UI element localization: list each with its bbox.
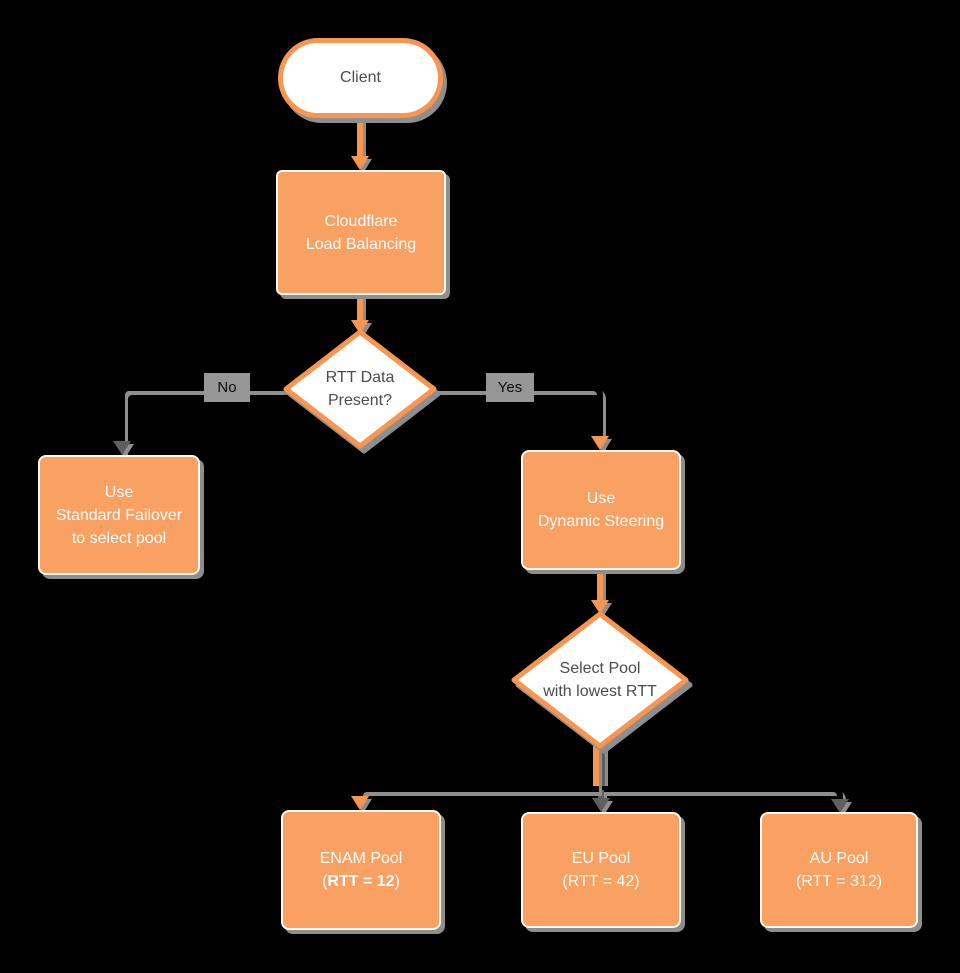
node-select-pool-line2: with lowest RTT xyxy=(543,683,657,700)
rtt-decision-diamond-shape xyxy=(283,329,437,449)
node-select-pool-text: Select Pool with lowest RTT xyxy=(510,611,690,749)
arrowhead-au-pool xyxy=(831,799,849,813)
edge-to-enam-pool xyxy=(357,786,599,798)
node-rtt-decision-text: RTT Data Present? xyxy=(282,329,438,449)
node-au-pool-line2: (RTT = 312) xyxy=(795,873,883,890)
node-eu-pool: EU Pool (RTT = 42) xyxy=(521,812,681,928)
node-rtt-decision-line2: Present? xyxy=(327,392,393,409)
edge-label-yes-text: Yes xyxy=(497,379,523,396)
node-load-balancing-line2: Load Balancing xyxy=(305,235,417,253)
edge-label-yes: Yes xyxy=(486,373,534,402)
node-client: Client xyxy=(278,38,443,118)
node-enam-pool-line2: (RTT = 12) xyxy=(322,870,400,893)
edge-steering-to-select xyxy=(597,570,603,602)
node-select-pool: Select Pool with lowest RTT xyxy=(510,611,690,749)
enam-paren-open: ( xyxy=(322,873,328,890)
arrowhead-enam-pool xyxy=(351,796,369,810)
node-enam-pool: ENAM Pool (RTT = 12) xyxy=(281,810,441,930)
node-standard-failover-line3: to select pool xyxy=(71,529,167,547)
node-rtt-decision-line1: RTT Data xyxy=(325,369,395,386)
edge-label-no: No xyxy=(204,373,250,402)
enam-rtt-value: RTT = 12 xyxy=(327,873,395,890)
edge-no-branch xyxy=(119,385,286,455)
edge-to-eu-pool xyxy=(598,790,604,800)
edge-to-au-pool xyxy=(601,786,843,803)
node-eu-pool-line2: (RTT = 42) xyxy=(562,873,640,890)
node-au-pool: AU Pool (RTT = 312) xyxy=(760,812,918,928)
edge-label-no-text: No xyxy=(217,379,237,396)
node-dynamic-steering-line2: Dynamic Steering xyxy=(537,513,665,530)
edge-lb-to-rtt xyxy=(357,295,363,322)
node-load-balancing-line1: Cloudflare xyxy=(324,212,398,230)
node-standard-failover-line2: Standard Failover xyxy=(55,506,183,524)
arrowhead-eu-pool xyxy=(592,798,610,812)
select-pool-diamond-shape xyxy=(511,611,689,749)
arrowhead-no-branch xyxy=(113,441,131,455)
node-load-balancing: Cloudflare Load Balancing xyxy=(276,170,446,295)
edge-client-to-lb xyxy=(357,118,363,158)
node-eu-pool-line1: EU Pool xyxy=(571,850,631,867)
node-dynamic-steering-line1: Use xyxy=(586,490,616,507)
arrowhead-yes-branch xyxy=(591,436,609,450)
arrowhead-client-to-lb xyxy=(351,156,369,170)
node-standard-failover-line1: Use xyxy=(104,483,134,501)
node-enam-pool-line1: ENAM Pool xyxy=(319,850,403,867)
arrowhead-lb-to-rtt xyxy=(351,320,369,334)
edge-select-shared-drop-orange xyxy=(593,744,599,790)
arrowhead-steering-to-select xyxy=(591,600,609,614)
node-select-pool-line1: Select Pool xyxy=(559,660,641,677)
node-client-label: Client xyxy=(340,69,381,86)
node-au-pool-line1: AU Pool xyxy=(809,850,869,867)
edge-select-shared-drop-gray xyxy=(599,744,605,792)
node-standard-failover: Use Standard Failover to select pool xyxy=(38,455,200,575)
enam-paren-close: ) xyxy=(394,873,400,890)
node-dynamic-steering: Use Dynamic Steering xyxy=(521,450,681,570)
node-rtt-decision: RTT Data Present? xyxy=(282,329,438,449)
